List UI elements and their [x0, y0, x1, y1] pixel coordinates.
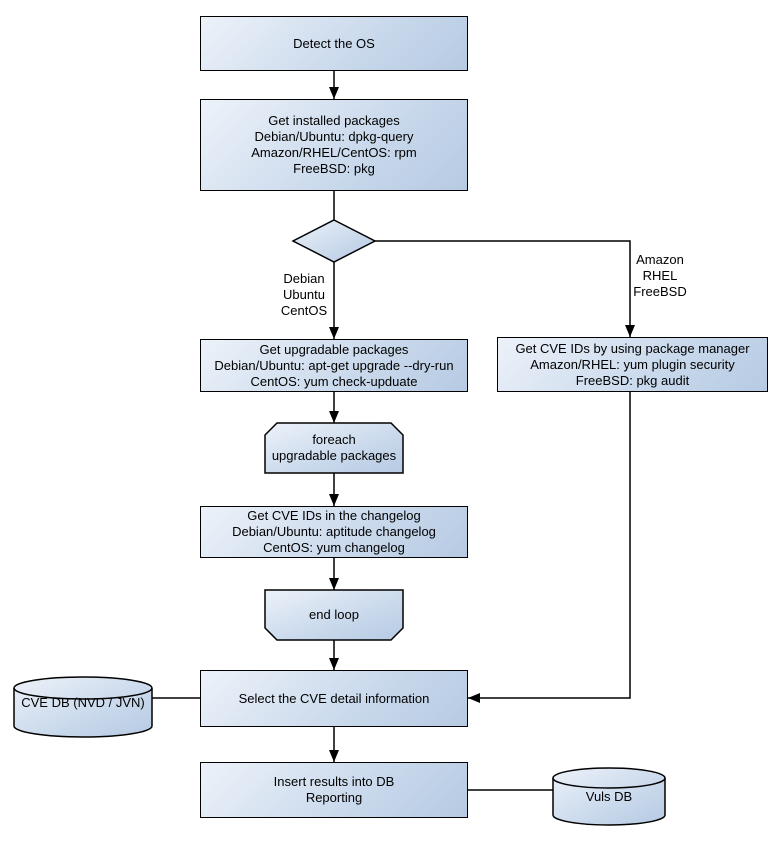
connector-decision-to-pkg-manager	[375, 240, 635, 337]
foreach-loop-shape	[264, 422, 404, 474]
node-get-cve-ids-pkg-manager: Get CVE IDs by using package manager Ama…	[497, 337, 768, 392]
node-select-cve-detail: Select the CVE detail information	[200, 670, 468, 727]
os-decision-diamond	[291, 219, 377, 263]
vuls-db-label: Vuls DB	[585, 789, 633, 804]
edge-label-amazon-branch: Amazon RHEL FreeBSD	[633, 252, 687, 299]
end-loop-shape	[264, 589, 404, 641]
vuls-db-cylinder	[552, 767, 666, 826]
end-loop-label: end loop	[309, 607, 359, 622]
cve-db-cylinder	[13, 676, 153, 738]
cve-db-label: CVE DB (NVD / JVN)	[21, 695, 145, 710]
cve-db-cylinder-top-edge	[13, 687, 153, 700]
node-insert-results: Insert results into DB Reporting	[200, 762, 468, 818]
node-detect-os: Detect the OS	[200, 16, 468, 71]
node-get-cve-ids-changelog: Get CVE IDs in the changelog Debian/Ubun…	[200, 506, 468, 558]
vuls-db-cylinder-top-edge	[552, 777, 666, 789]
connector-pkg-manager-to-select	[468, 392, 631, 703]
edge-label-debian-branch: Debian Ubuntu CentOS	[280, 271, 328, 318]
node-get-upgradable-packages: Get upgradable packages Debian/Ubuntu: a…	[200, 339, 468, 392]
foreach-loop-label: foreach upgradable packages	[271, 432, 397, 463]
node-get-installed-packages: Get installed packages Debian/Ubuntu: dp…	[200, 99, 468, 191]
